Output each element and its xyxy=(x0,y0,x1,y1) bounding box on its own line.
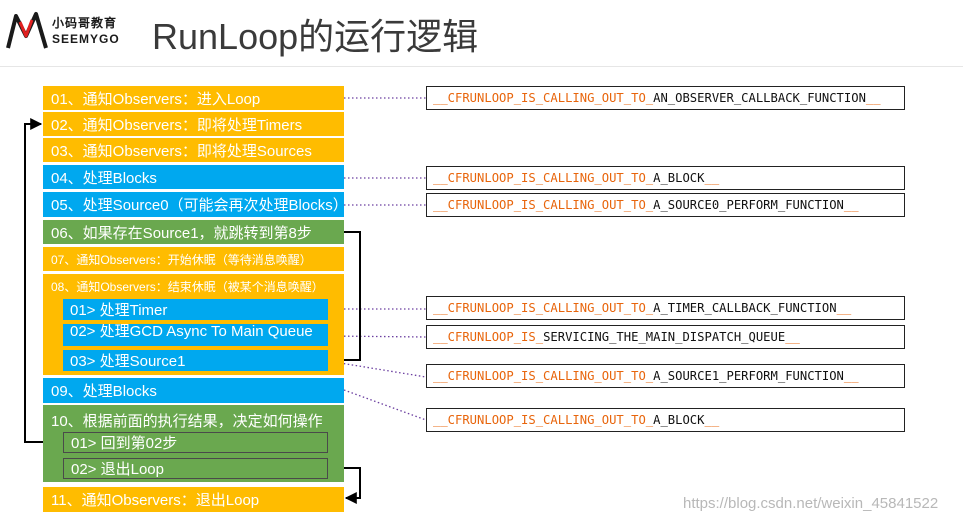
function-box-block-2: __CFRUNLOOP_IS_CALLING_OUT_TO_A_BLOCK__ xyxy=(426,408,905,432)
logo-text-bottom: SEEMYGO xyxy=(52,32,120,46)
step-04: 04、处理Blocks xyxy=(43,165,344,189)
step-05: 05、处理Source0（可能会再次处理Blocks） xyxy=(43,192,344,217)
function-box-observer: __CFRUNLOOP_IS_CALLING_OUT_TO_AN_OBSERVE… xyxy=(426,86,905,110)
function-box-main-dispatch-queue: __CFRUNLOOP_IS_SERVICING_THE_MAIN_DISPAT… xyxy=(426,325,905,349)
logo-text-top: 小码哥教育 xyxy=(52,16,118,30)
logo-mark-icon xyxy=(6,12,48,49)
watermark: https://blog.csdn.net/weixin_45841522 xyxy=(683,495,939,512)
link-gcd xyxy=(327,335,427,338)
header: 小码哥教育 SEEMYGO RunLoop的运行逻辑 xyxy=(0,0,963,66)
page-title: RunLoop的运行逻辑 xyxy=(152,16,479,57)
function-name: A_SOURCE1_PERFORM_FUNCTION xyxy=(653,369,844,383)
function-suffix: __ xyxy=(704,413,720,427)
function-box-block: __CFRUNLOOP_IS_CALLING_OUT_TO_A_BLOCK__ xyxy=(426,166,905,190)
logo xyxy=(6,10,136,50)
step-03: 03、通知Observers：即将处理Sources xyxy=(43,138,344,162)
function-name: SERVICING_THE_MAIN_DISPATCH_QUEUE xyxy=(543,330,786,344)
function-prefix: __CFRUNLOOP_IS_CALLING_OUT_TO_ xyxy=(433,91,654,105)
step-01: 01、通知Observers：进入Loop xyxy=(43,86,344,110)
step-06: 06、如果存在Source1，就跳转到第8步 xyxy=(43,220,344,244)
function-suffix: __ xyxy=(865,91,881,105)
step-10-sub-exit: 02> 退出Loop xyxy=(63,458,328,479)
function-suffix: __ xyxy=(836,301,852,315)
step-10-sub-back: 01> 回到第02步 xyxy=(63,432,328,453)
link-09-block xyxy=(343,389,427,421)
step-02: 02、通知Observers：即将处理Timers xyxy=(43,112,344,136)
function-prefix: __CFRUNLOOP_IS_CALLING_OUT_TO_ xyxy=(433,301,654,315)
function-prefix: __CFRUNLOOP_IS_ xyxy=(433,330,544,344)
step-08-sub-timer: 01> 处理Timer xyxy=(63,299,328,320)
function-prefix: __CFRUNLOOP_IS_CALLING_OUT_TO_ xyxy=(433,413,654,427)
function-box-source0: __CFRUNLOOP_IS_CALLING_OUT_TO_A_SOURCE0_… xyxy=(426,193,905,217)
function-suffix: __ xyxy=(843,198,859,212)
function-name: AN_OBSERVER_CALLBACK_FUNCTION xyxy=(653,91,866,105)
function-suffix: __ xyxy=(704,171,720,185)
step-08-sub-source1: 03> 处理Source1 xyxy=(63,350,328,371)
arrow-exit-to-step-11 xyxy=(328,467,361,504)
function-name: A_TIMER_CALLBACK_FUNCTION xyxy=(653,301,837,315)
header-divider xyxy=(0,66,963,67)
step-11: 11、通知Observers：退出Loop xyxy=(43,487,344,512)
function-name: A_BLOCK xyxy=(653,413,705,427)
function-prefix: __CFRUNLOOP_IS_CALLING_OUT_TO_ xyxy=(433,171,654,185)
step-07: 07、通知Observers：开始休眠（等待消息唤醒） xyxy=(43,247,344,271)
function-box-source1: __CFRUNLOOP_IS_CALLING_OUT_TO_A_SOURCE1_… xyxy=(426,364,905,388)
link-source1 xyxy=(327,360,427,378)
function-suffix: __ xyxy=(785,330,800,344)
function-name: A_SOURCE0_PERFORM_FUNCTION xyxy=(653,198,844,212)
function-prefix: __CFRUNLOOP_IS_CALLING_OUT_TO_ xyxy=(433,198,654,212)
function-box-timer: __CFRUNLOOP_IS_CALLING_OUT_TO_A_TIMER_CA… xyxy=(426,296,905,320)
function-name: A_BLOCK xyxy=(653,171,705,185)
function-suffix: __ xyxy=(843,369,859,383)
step-08-sub-gcd: 02> 处理GCD Async To Main Queue xyxy=(63,324,328,346)
step-09: 09、处理Blocks xyxy=(43,378,344,403)
arrow-jump-to-step-08 xyxy=(329,231,361,366)
function-prefix: __CFRUNLOOP_IS_CALLING_OUT_TO_ xyxy=(433,369,654,383)
